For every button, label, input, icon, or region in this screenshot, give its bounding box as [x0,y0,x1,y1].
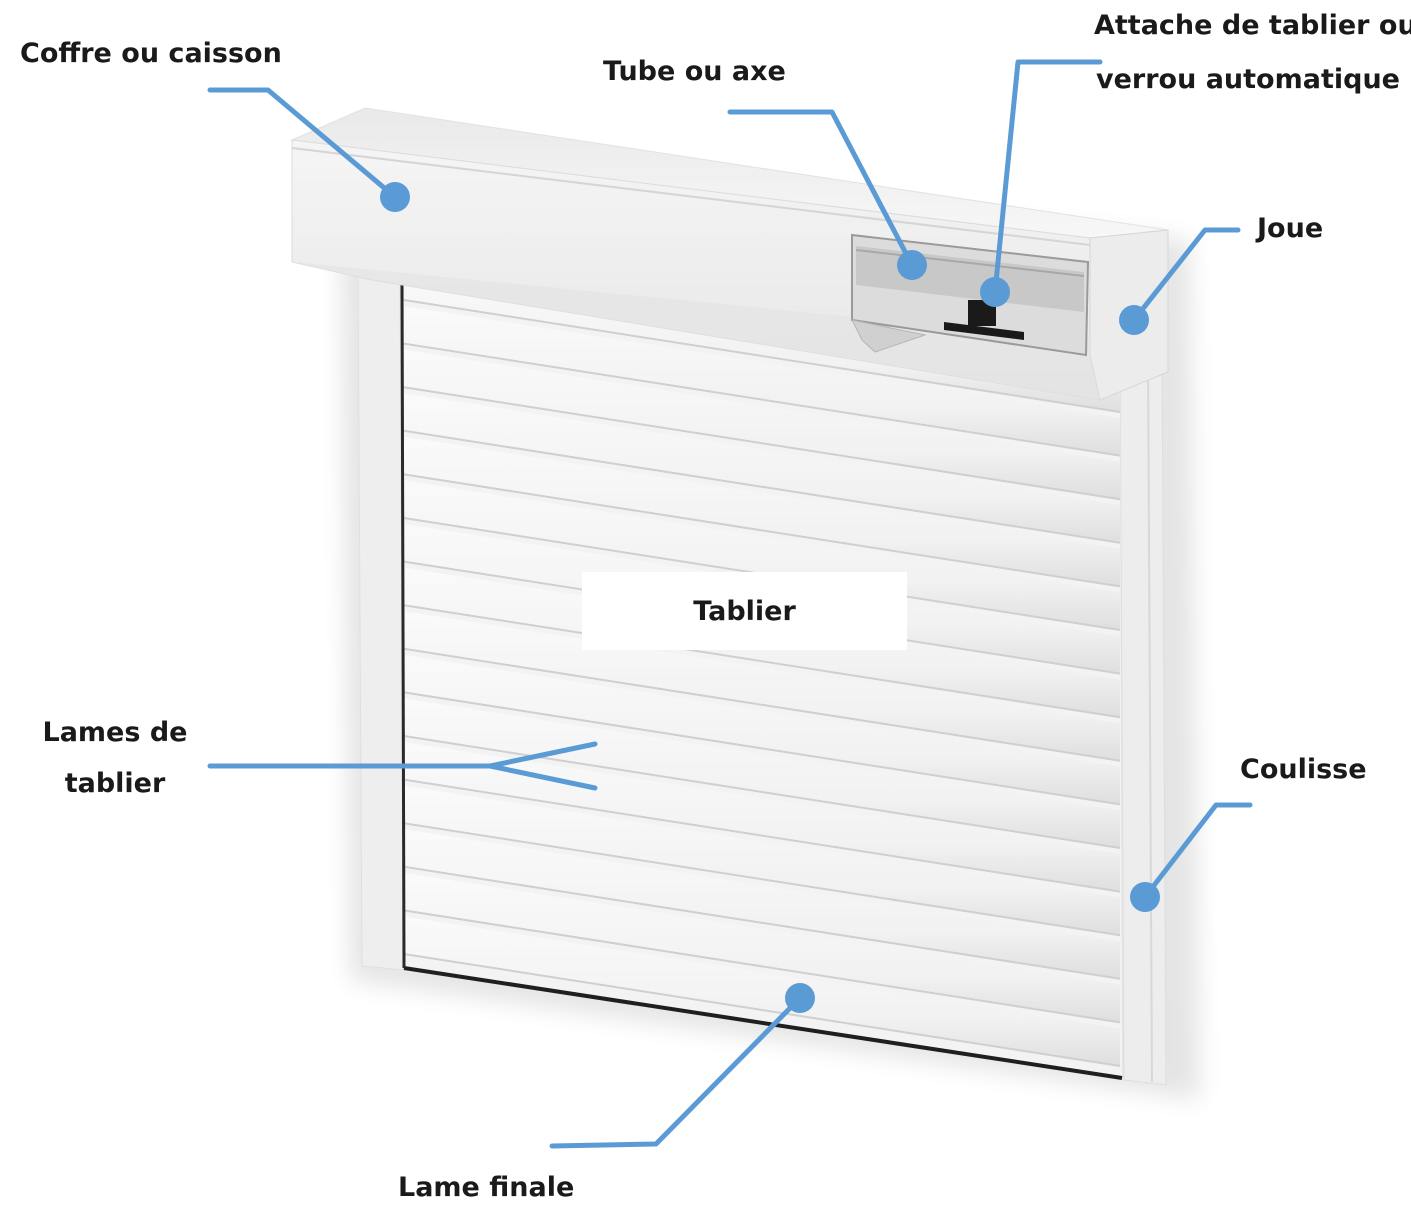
tube-highlight [855,249,1085,277]
apron-slat [404,742,1120,892]
apron-slat [404,916,1120,1066]
apron-left-edge [400,281,406,969]
apron-slat-joint [403,647,1121,762]
final-bar [403,966,1123,1080]
dot-attache [980,277,1010,307]
dot-coffre [380,182,410,212]
apron-slat-joint [403,691,1121,806]
apron-slat [404,654,1120,805]
apron-slat [404,436,1120,587]
apron-slat-joint [403,953,1121,1067]
label-joue: Joue [1257,213,1324,244]
apron-slat-joint [403,735,1121,849]
apron-slat-joint [403,429,1121,544]
apron-slat [404,829,1120,979]
apron-slat-joint [403,778,1121,893]
leader-coffre [207,87,398,200]
leader-lines [207,59,1253,1149]
apron-slat [404,698,1120,848]
label-tube: Tube ou axe [603,56,786,87]
left-guide-rail [357,269,405,971]
label-attache-line1: Attache de tablier ou [1094,10,1411,41]
label-coffre: Coffre ou caisson [20,38,282,69]
label-tablier-box: Tablier [582,572,907,650]
label-lames: Lames de tablier [40,717,190,801]
leader-coulisse [1142,802,1253,900]
label-lames-line2: tablier [64,768,166,800]
apron-slat [404,306,1120,456]
label-attache-line2: verrou automatique [1096,64,1400,96]
label-coulisse: Coulisse [1240,754,1367,785]
leader-dots [380,182,1160,1013]
box-front-seam [291,147,1091,246]
apron-slat-joint [403,822,1121,937]
label-tablier: Tablier [693,595,796,627]
box-cutaway-flap [851,319,927,353]
dot-joue [1119,305,1149,335]
dot-lame-finale [785,983,815,1013]
apron-slat-joint [403,909,1121,1024]
leader-lames-b [487,763,598,791]
label-attache: Attache de tablier ou verrou automatique [1094,10,1411,97]
lock-base [944,322,1024,340]
apron-slat-joint [403,604,1121,719]
box-bottom-lip [292,262,1100,400]
leader-attache [992,59,1103,295]
apron-slat [404,480,1120,630]
apron-slat-joint [403,865,1121,980]
label-lames-line1: Lames de [42,717,188,748]
leader-lame-finale [549,995,803,1149]
apron-slat [404,785,1120,936]
apron-slat [404,349,1120,500]
label-lame-finale: Lame finale [398,1172,575,1203]
apron-slat [404,393,1120,543]
right-rail-edge [1147,357,1153,1083]
apron-slat-joint [403,342,1121,457]
dot-coulisse [1130,882,1160,912]
apron-slat-joint [403,473,1121,588]
dot-tube [897,250,927,280]
leader-tube [727,109,915,268]
apron-slat [404,872,1120,1023]
apron-slat-joint [403,299,1121,413]
leader-joue [1131,227,1241,323]
apron-slat-joint [403,386,1121,501]
right-guide-rail [1119,349,1167,1086]
